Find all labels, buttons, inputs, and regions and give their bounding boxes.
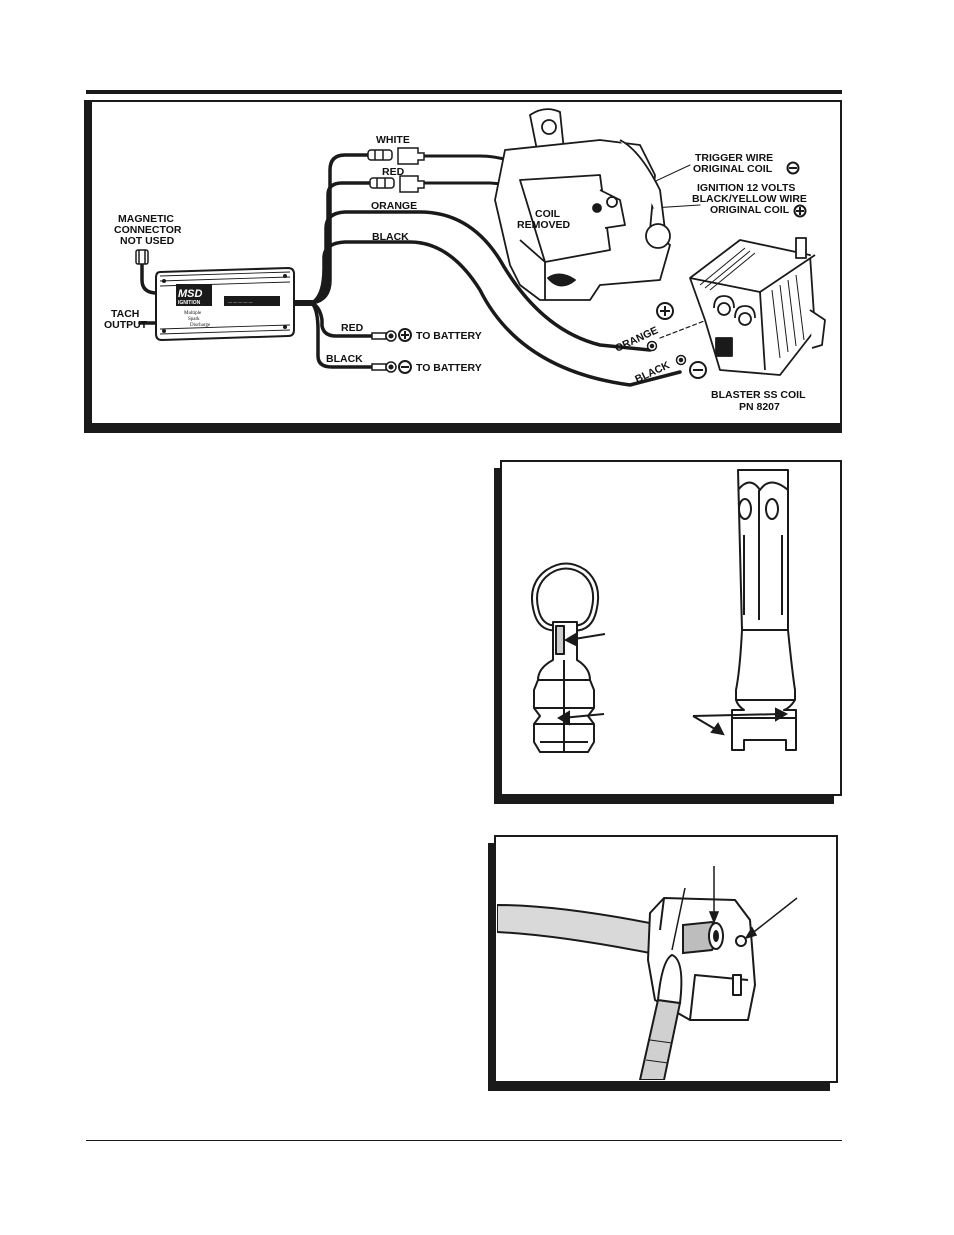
- crimp-diagram: [0, 0, 954, 1100]
- bottom-rule: [86, 1140, 842, 1141]
- tool-shaft: [640, 1000, 680, 1080]
- plug-wire: [497, 905, 660, 955]
